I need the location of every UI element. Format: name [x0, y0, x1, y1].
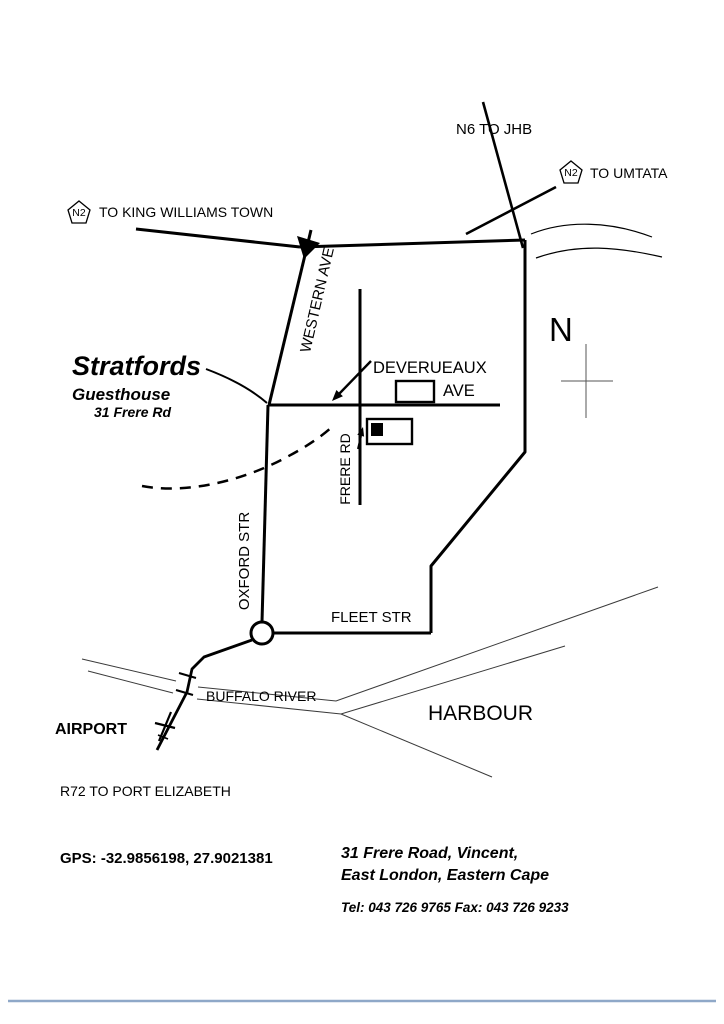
guesthouse-name: Stratfords [72, 351, 201, 381]
label-r72-port-elizabeth: R72 TO PORT ELIZABETH [60, 783, 231, 799]
label-to-umtata: TO UMTATA [590, 165, 668, 181]
river-bank-upper-left [81, 658, 177, 682]
road-n6 [481, 101, 525, 249]
road-king-williams-town [135, 227, 301, 249]
compass [561, 344, 613, 418]
pointer-arrow-marker [357, 427, 365, 450]
label-compass-north: N [549, 311, 573, 348]
gps-coordinates: GPS: -32.9856198, 27.9021381 [60, 850, 273, 867]
address-line-1: 31 Frere Road, Vincent, [341, 845, 518, 862]
guesthouse-subtitle: Guesthouse [72, 385, 170, 404]
route-shield-label: N2 [72, 207, 86, 219]
n2-shield-icon [67, 200, 91, 224]
airplane-icon [154, 711, 176, 742]
bridge-tick-1 [178, 672, 197, 679]
label-frere-rd: FRERE RD [337, 433, 353, 505]
roundabout [249, 620, 275, 646]
label-fleet-str: FLEET STR [331, 609, 412, 626]
label-airport: AIRPORT [55, 721, 127, 738]
river-bank-upper [197, 586, 659, 702]
address-line-2: East London, Eastern Cape [341, 867, 549, 884]
contact-phone-fax: Tel: 043 726 9765 Fax: 043 726 9233 [341, 900, 569, 915]
buildings [365, 379, 436, 446]
label-oxford-str: OXFORD STR [236, 512, 253, 611]
building-north [394, 379, 436, 404]
label-deverueaux: DEVERUEAUX [373, 359, 487, 377]
road-top-east-west [299, 238, 526, 249]
label-to-king-williams-town: TO KING WILLIAMS TOWN [99, 204, 273, 220]
route-shield-kwt: N2 [67, 200, 91, 224]
junction-triangle [297, 236, 320, 259]
label-buffalo-river: BUFFALO RIVER [206, 688, 316, 704]
n2-shield-icon [559, 160, 583, 184]
label-harbour: HARBOUR [428, 702, 533, 725]
bridge-tick-2 [175, 689, 194, 696]
label-deverueaux-ave: AVE [443, 382, 475, 400]
river-bank-lower-left [87, 670, 174, 694]
road-right-bypass [429, 240, 527, 633]
route-shield-umtata: N2 [559, 160, 583, 184]
interchange-curve-2 [535, 247, 663, 259]
interchange-curve-1 [530, 223, 653, 238]
route-shield-label: N2 [564, 167, 578, 179]
guesthouse-marker [371, 423, 383, 436]
road-oxford-str [260, 404, 270, 623]
dashed-route [141, 424, 335, 490]
river-harbour-edge [340, 713, 493, 778]
road-r72-airport [155, 638, 253, 751]
pointer-arrow-main [332, 360, 372, 401]
road-umtata-link [465, 185, 557, 236]
road-western-ave [267, 229, 313, 406]
stratfords-leader-line [205, 368, 268, 404]
guesthouse-street: 31 Frere Rd [94, 404, 171, 420]
label-n6-jhb: N6 TO JHB [456, 121, 532, 138]
buffalo-river-lines [81, 586, 659, 778]
roads [135, 101, 663, 751]
